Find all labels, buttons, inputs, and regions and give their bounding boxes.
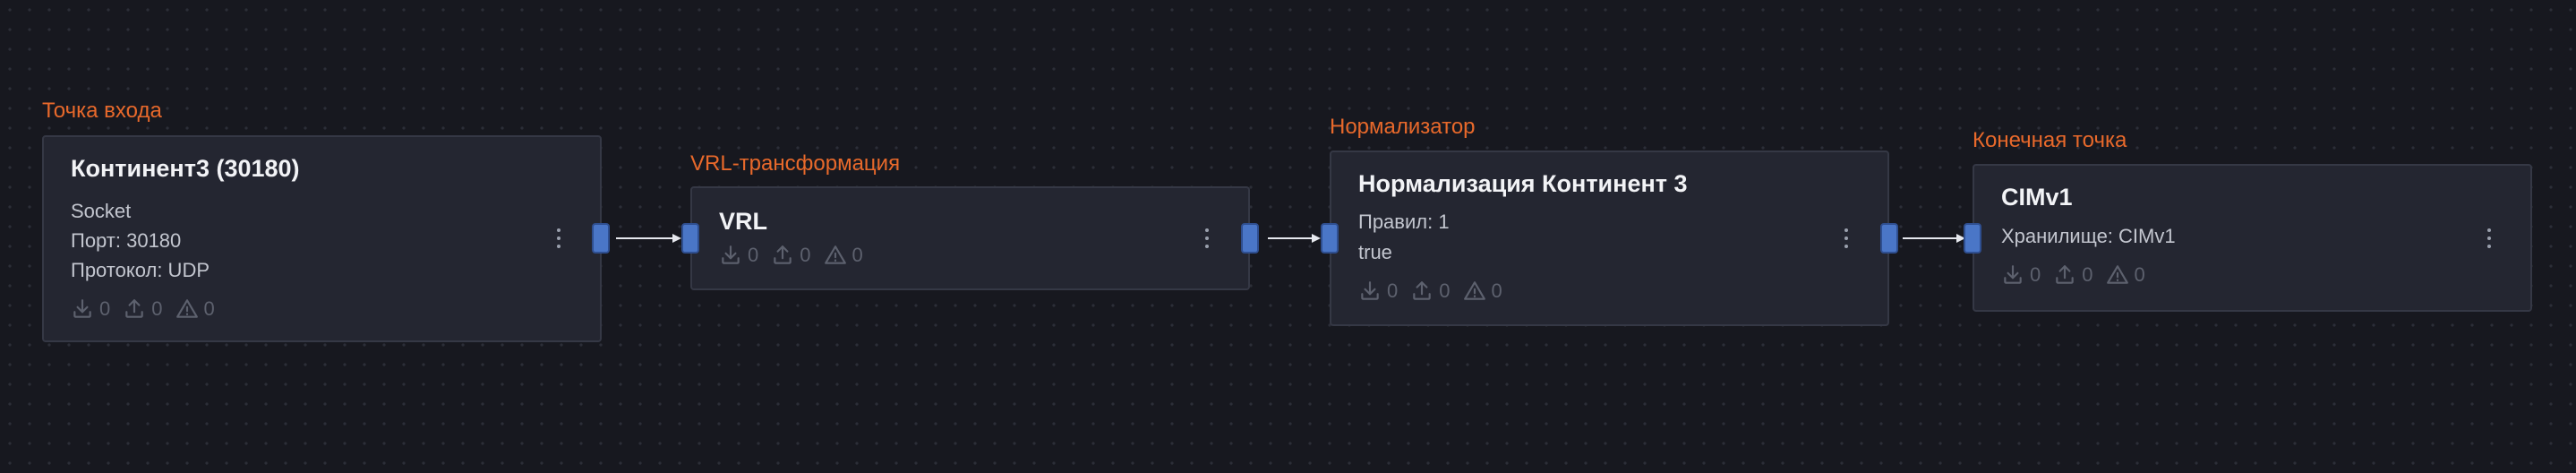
input-port[interactable] (1964, 223, 1981, 254)
warning-icon (175, 299, 198, 318)
stat-out-count: 0 (800, 244, 811, 266)
node-stats: 0 0 0 (1358, 280, 1515, 303)
stat-warn: 0 (1463, 280, 1502, 303)
stat-in: 0 (719, 244, 758, 267)
stat-out: 0 (1410, 280, 1451, 303)
warning-icon (824, 245, 846, 264)
node-vrl-transform[interactable]: VRL 0 0 0 (690, 186, 1250, 290)
node-detail-type: Socket (71, 200, 132, 222)
group-label-normalizer: Нормализатор (1330, 115, 1476, 139)
node-title: Нормализация Континент 3 (1358, 170, 1688, 197)
node-title: CIMv1 (2001, 184, 2073, 211)
node-detail-port: Порт: 30180 (71, 229, 182, 252)
node-endpoint[interactable]: CIMv1 Хранилище: CIMv1 0 0 0 (1973, 164, 2532, 312)
download-icon (2004, 265, 2022, 284)
stat-out: 0 (771, 244, 811, 267)
kebab-menu-icon[interactable] (2480, 222, 2498, 254)
node-detail-storage: Хранилище: CIMv1 (2001, 225, 2176, 247)
node-normalizer[interactable]: Нормализация Континент 3 Правил: 1 true … (1330, 150, 1889, 326)
group-label-entry-point: Точка входа (42, 99, 162, 123)
kebab-menu-icon[interactable] (1198, 222, 1216, 254)
stat-warn: 0 (175, 297, 215, 321)
stat-out: 0 (123, 297, 163, 321)
node-title: VRL (719, 208, 767, 235)
input-port[interactable] (681, 223, 699, 254)
output-port[interactable] (1241, 223, 1259, 254)
node-stats: 0 0 0 (719, 244, 876, 267)
stat-warn: 0 (2106, 263, 2145, 287)
upload-icon (1413, 281, 1431, 300)
output-port[interactable] (592, 223, 610, 254)
kebab-menu-icon[interactable] (1837, 222, 1855, 254)
stat-out: 0 (2053, 263, 2093, 287)
node-detail-condition: true (1358, 241, 1392, 263)
upload-icon (125, 299, 143, 318)
download-icon (722, 245, 740, 264)
stat-in: 0 (1358, 280, 1398, 303)
stat-out-count: 0 (151, 297, 163, 320)
stat-warn-count: 0 (852, 244, 863, 266)
download-icon (73, 299, 91, 318)
node-stats: 0 0 0 (71, 297, 227, 321)
stat-out-count: 0 (1439, 280, 1451, 302)
node-title: Континент3 (30180) (71, 155, 300, 182)
node-stats: 0 0 0 (2001, 263, 2158, 287)
node-entry-point[interactable]: Континент3 (30180) Socket Порт: 30180 Пр… (42, 135, 602, 342)
upload-icon (2056, 265, 2074, 284)
stat-warn-count: 0 (2134, 263, 2145, 286)
upload-icon (774, 245, 792, 264)
stat-warn: 0 (824, 244, 863, 267)
stat-out-count: 0 (2082, 263, 2093, 286)
stat-in-count: 0 (2030, 263, 2041, 286)
stat-in-count: 0 (748, 244, 759, 266)
warning-icon (2106, 265, 2128, 284)
stat-in: 0 (71, 297, 110, 321)
group-label-endpoint: Конечная точка (1973, 128, 2127, 152)
group-label-vrl-transform: VRL-трансформация (690, 151, 901, 176)
warning-icon (1463, 281, 1485, 300)
stat-in-count: 0 (99, 297, 111, 320)
node-detail-rules: Правил: 1 (1358, 211, 1450, 233)
stat-in: 0 (2001, 263, 2041, 287)
kebab-menu-icon[interactable] (550, 222, 568, 254)
download-icon (1361, 281, 1379, 300)
stat-warn-count: 0 (203, 297, 215, 320)
node-detail-protocol: Протокол: UDP (71, 259, 210, 281)
stat-in-count: 0 (1387, 280, 1399, 302)
input-port[interactable] (1321, 223, 1339, 254)
stat-warn-count: 0 (1491, 280, 1502, 302)
output-port[interactable] (1880, 223, 1898, 254)
